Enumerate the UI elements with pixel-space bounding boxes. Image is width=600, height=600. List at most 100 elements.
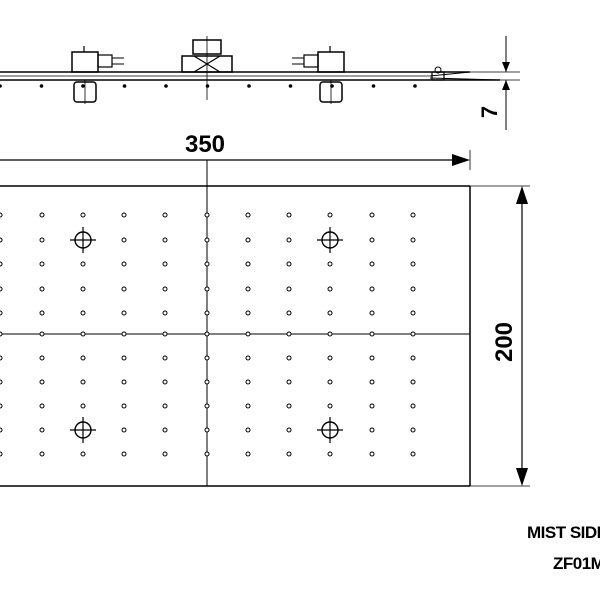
nozzle-hole [39, 379, 45, 385]
nozzle-hole [369, 310, 375, 316]
nozzle-hole [286, 286, 292, 292]
nozzle-hole [286, 427, 292, 433]
nozzle-hole [286, 310, 292, 316]
nozzle-hole [204, 310, 210, 316]
nozzle-hole [245, 310, 251, 316]
nozzle-hole [410, 212, 416, 218]
nozzle-hole [204, 286, 210, 292]
mist-jet-top-right [317, 227, 343, 253]
side-nozzle-tip [247, 84, 251, 88]
nozzle-hole [286, 237, 292, 243]
nozzle-hole [121, 237, 127, 243]
nozzle-hole [245, 286, 251, 292]
nozzle-hole [204, 379, 210, 385]
nozzle-hole [327, 331, 333, 337]
nozzle-hole [39, 212, 45, 218]
nozzle-hole [410, 310, 416, 316]
nozzle-hole [369, 237, 375, 243]
nozzle-hole [204, 451, 210, 457]
nozzle-hole [39, 261, 45, 267]
nozzle-hole [286, 331, 292, 337]
nozzle-hole [327, 310, 333, 316]
nozzle-hole [39, 286, 45, 292]
side-plate-taper [429, 71, 501, 81]
nozzle-hole [0, 331, 3, 337]
nozzle-hole [369, 403, 375, 409]
nozzle-hole [369, 212, 375, 218]
nozzle-hole [245, 379, 251, 385]
width-dimension [0, 150, 471, 170]
nozzle-hole [121, 403, 127, 409]
nozzle-hole [369, 427, 375, 433]
nozzle-hole [327, 261, 333, 267]
nozzle-hole [162, 355, 168, 361]
nozzle-hole [39, 403, 45, 409]
nozzle-hole [162, 237, 168, 243]
side-nozzle-tip [288, 84, 293, 88]
nozzle-hole [327, 403, 333, 409]
nozzle-hole [162, 451, 168, 457]
nozzle-hole [0, 379, 3, 385]
nozzle-hole [0, 237, 3, 243]
side-view: 7 [0, 36, 520, 130]
nozzle-hole [410, 451, 416, 457]
thickness-dimension [470, 36, 520, 130]
nozzle-hole [121, 212, 127, 218]
nozzle-hole [162, 379, 168, 385]
nozzle-hole [121, 331, 127, 337]
side-nozzle-tip [164, 84, 168, 88]
mist-jet-bottom-right [317, 417, 343, 443]
nozzle-hole [369, 261, 375, 267]
nozzle-hole [245, 261, 251, 267]
nozzle-hole [410, 355, 416, 361]
nozzle-hole [121, 286, 127, 292]
left-mist-fitting [71, 46, 124, 104]
nozzle-hole [0, 212, 3, 218]
nozzle-hole [410, 379, 416, 385]
nozzle-hole [80, 451, 86, 457]
height-dimension [470, 185, 530, 487]
nozzle-hole [39, 355, 45, 361]
nozzle-hole [162, 331, 168, 337]
nozzle-hole [204, 427, 210, 433]
right-mist-fitting [292, 46, 345, 104]
nozzle-hole [410, 427, 416, 433]
nozzle-hole [286, 355, 292, 361]
nozzle-hole [0, 451, 3, 457]
nozzle-hole [204, 355, 210, 361]
nozzle-grid [0, 212, 416, 457]
nozzle-hole [327, 451, 333, 457]
nozzle-hole [0, 286, 3, 292]
central-inlet-fitting [181, 36, 233, 100]
nozzle-hole [39, 427, 45, 433]
nozzle-hole [162, 261, 168, 267]
side-nozzle-tip [413, 84, 417, 88]
nozzle-hole [410, 237, 416, 243]
nozzle-hole [410, 331, 416, 337]
side-nozzle-tip [371, 84, 376, 88]
mist-jet-top-left [70, 227, 96, 253]
side-nozzle-tip [122, 84, 127, 88]
side-nozzle-tip [39, 84, 44, 88]
nozzle-hole [0, 355, 3, 361]
nozzle-hole [204, 237, 210, 243]
nozzle-hole [327, 379, 333, 385]
nozzle-hole [39, 310, 45, 316]
nozzle-hole [410, 286, 416, 292]
nozzle-hole [410, 403, 416, 409]
nozzle-hole [80, 379, 86, 385]
nozzle-hole [80, 261, 86, 267]
nozzle-hole [204, 331, 210, 337]
end-fitting [431, 66, 445, 81]
nozzle-hole [162, 403, 168, 409]
nozzle-hole [39, 237, 45, 243]
nozzle-hole [121, 427, 127, 433]
side-nozzle-tip [0, 84, 2, 88]
nozzle-hole [369, 355, 375, 361]
nozzle-hole [121, 355, 127, 361]
nozzle-hole [245, 355, 251, 361]
nozzle-hole [0, 261, 3, 267]
side-nozzle-tip [205, 84, 210, 88]
nozzle-hole [369, 379, 375, 385]
